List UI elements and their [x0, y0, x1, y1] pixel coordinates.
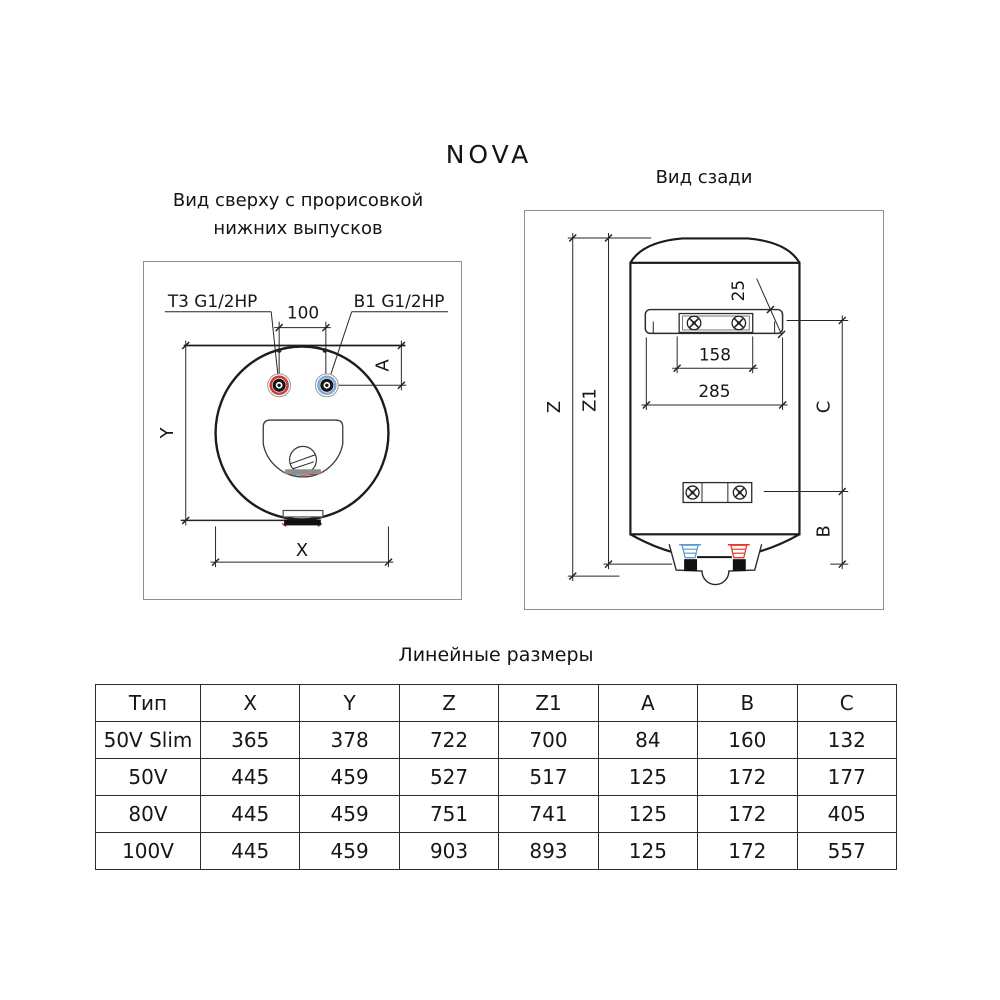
cell-z: 722 — [398, 721, 500, 759]
dimension-x-label: X — [296, 540, 308, 561]
cell-b: 172 — [697, 832, 798, 870]
col-header-a: A — [597, 684, 699, 722]
table-row: 100V 445 459 903 893 125 172 557 — [95, 832, 898, 870]
dimension-z: Z — [544, 232, 652, 582]
cold-port-label: В1 G1/2HP — [354, 291, 445, 311]
dimension-y: Y — [157, 340, 291, 526]
top-view-title-line1: Вид сверху с прорисовкой — [172, 190, 424, 211]
port-stub-right — [322, 348, 328, 353]
cell-type: 50V — [95, 758, 201, 796]
bottom-gland — [281, 509, 324, 527]
dimension-285: 285 — [641, 337, 788, 410]
cell-a: 125 — [597, 758, 699, 796]
cell-x: 365 — [199, 721, 301, 759]
cell-z: 751 — [398, 795, 500, 833]
dimension-z-label: Z — [544, 401, 565, 413]
tank-top-outline — [183, 344, 406, 521]
cell-c: 132 — [796, 721, 898, 759]
cell-z: 527 — [398, 758, 500, 796]
dimension-c: C — [763, 315, 849, 570]
dimension-x: X — [210, 526, 394, 568]
cell-type: 100V — [95, 832, 201, 870]
lower-bracket — [682, 481, 753, 504]
col-header-type: Тип — [95, 684, 201, 722]
dimension-c-label: C — [813, 401, 834, 414]
table-title: Линейные размеры — [398, 644, 594, 666]
recess-and-knob — [262, 419, 344, 478]
cell-c: 405 — [796, 795, 898, 833]
dimension-25-value: 25 — [728, 280, 748, 302]
dimensions-table: Тип X Y Z Z1 A B C 50V Slim 365 378 722 … — [95, 684, 898, 870]
rear-view-title: Вид сзади — [655, 167, 753, 188]
bracket-screw — [685, 485, 700, 500]
cell-x: 445 — [199, 832, 301, 870]
cell-c: 557 — [796, 832, 898, 870]
hot-port-callout: Т3 G1/2HP — [164, 291, 279, 378]
cell-y: 378 — [299, 721, 400, 759]
cell-b: 160 — [697, 721, 798, 759]
table-row: 80V 445 459 751 741 125 172 405 — [95, 795, 898, 833]
col-header-z1: Z1 — [498, 684, 599, 722]
cell-type: 50V Slim — [95, 721, 201, 759]
dimension-z1: Z1 — [580, 232, 673, 570]
cell-z1: 741 — [498, 795, 599, 833]
cell-c: 177 — [796, 758, 898, 796]
cell-z1: 517 — [498, 758, 599, 796]
dimension-100-value: 100 — [287, 303, 319, 323]
cold-pipe — [679, 543, 702, 572]
bracket-screw — [732, 485, 747, 500]
bracket-screw — [731, 315, 747, 331]
dimension-b-label: B — [813, 525, 834, 537]
col-header-z: Z — [398, 684, 500, 722]
cell-a: 125 — [597, 795, 699, 833]
table-row: 50V 445 459 527 517 125 172 177 — [95, 758, 898, 796]
bracket-screw — [686, 315, 702, 331]
hot-port-label: Т3 G1/2HP — [167, 291, 258, 311]
cell-type: 80V — [95, 795, 201, 833]
dimension-100: 100 — [274, 303, 331, 378]
cell-x: 445 — [199, 795, 301, 833]
cell-y: 459 — [299, 758, 400, 796]
dimension-a-label: A — [372, 359, 393, 372]
dimension-285-value: 285 — [698, 381, 730, 401]
cell-a: 84 — [597, 721, 699, 759]
upper-bracket — [644, 308, 784, 335]
cell-a: 125 — [597, 832, 699, 870]
cell-z1: 893 — [498, 832, 599, 870]
top-view-title-line2: нижних выпусков — [213, 218, 383, 239]
top-view-title: Вид сверху с прорисовкой нижних выпусков — [133, 187, 463, 243]
rear-view-drawing: 25 158 285 — [544, 232, 849, 586]
hot-water-port — [267, 373, 292, 398]
dimension-z1-label: Z1 — [580, 388, 601, 412]
top-view-drawing: Т3 G1/2HP В1 G1/2HP 100 — [157, 291, 449, 568]
table-header-row: Тип X Y Z Z1 A B C — [95, 684, 898, 722]
top-view-frame: Т3 G1/2HP В1 G1/2HP 100 — [143, 261, 462, 600]
cold-port-callout: В1 G1/2HP — [329, 291, 449, 378]
page-title: NOVA — [445, 140, 533, 169]
table-row: 50V Slim 365 378 722 700 84 160 132 — [95, 721, 898, 759]
col-header-c: C — [796, 684, 898, 722]
cell-x: 445 — [199, 758, 301, 796]
cell-b: 172 — [697, 758, 798, 796]
dimension-158: 158 — [672, 336, 758, 374]
cold-water-port — [314, 373, 339, 398]
rear-view-frame: 25 158 285 — [524, 210, 884, 610]
dimension-a: A — [338, 340, 407, 391]
cell-y: 459 — [299, 832, 400, 870]
port-stub-left — [276, 348, 282, 353]
knob-circle — [288, 445, 318, 474]
cell-z1: 700 — [498, 721, 599, 759]
dimension-b: B — [813, 525, 849, 569]
dimension-y-label: Y — [157, 427, 178, 439]
col-header-y: Y — [299, 684, 400, 722]
dimension-25: 25 — [728, 278, 786, 339]
col-header-x: X — [199, 684, 301, 722]
col-header-b: B — [697, 684, 798, 722]
hot-pipe — [727, 543, 750, 572]
dimension-158-value: 158 — [699, 344, 731, 364]
cell-b: 172 — [697, 795, 798, 833]
cell-y: 459 — [299, 795, 400, 833]
cell-z: 903 — [398, 832, 500, 870]
